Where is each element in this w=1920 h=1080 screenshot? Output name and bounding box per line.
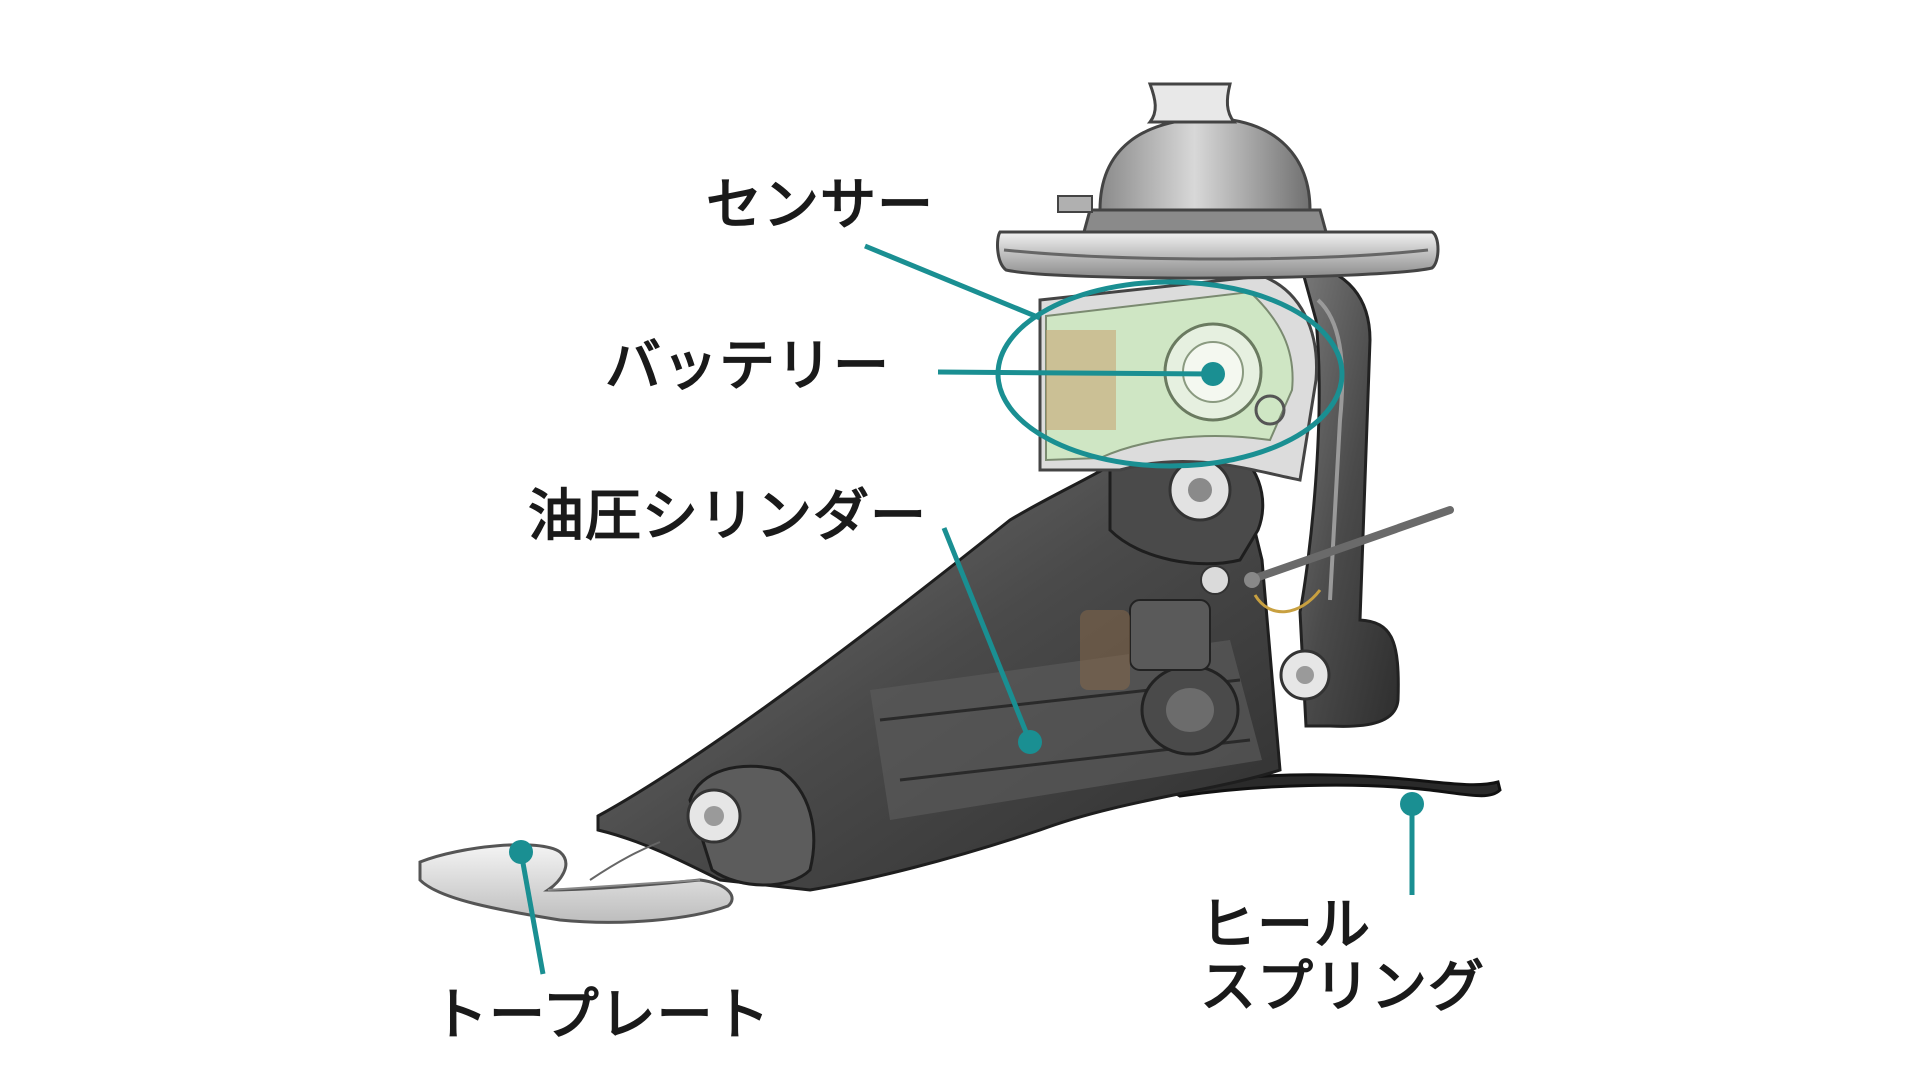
heel-spring — [1166, 773, 1502, 798]
rear-strut — [1297, 260, 1400, 728]
label-sensor: センサー — [706, 173, 934, 238]
toe-plate-leader-dot — [509, 840, 533, 864]
toe-plate-leader-line — [518, 851, 546, 975]
cylinder-leader-line — [941, 527, 1033, 743]
pyramid-adaptor-dome — [1098, 116, 1312, 212]
cylinder-leader-dot — [1018, 730, 1042, 754]
sensor-leader-line — [864, 243, 1041, 321]
battery-leader-line — [937, 369, 1214, 377]
top-flange — [996, 230, 1440, 280]
label-heel-spring: ヒール スプリング — [1200, 895, 1485, 1018]
label-heel-spring-line1: ヒール — [1200, 893, 1371, 958]
label-heel-spring-line2: スプリング — [1200, 954, 1485, 1020]
cable-rod — [1246, 506, 1454, 584]
pyramid-adaptor-top — [1146, 82, 1238, 124]
toe-plate — [418, 843, 734, 924]
label-toe-plate: トープレート — [432, 983, 771, 1048]
heel-spring-leader-dot — [1400, 792, 1424, 816]
battery-leader-dot — [1201, 362, 1225, 386]
label-battery: バッテリー — [605, 334, 890, 399]
label-hydraulic-cylinder: 油圧シリンダー — [528, 484, 927, 549]
